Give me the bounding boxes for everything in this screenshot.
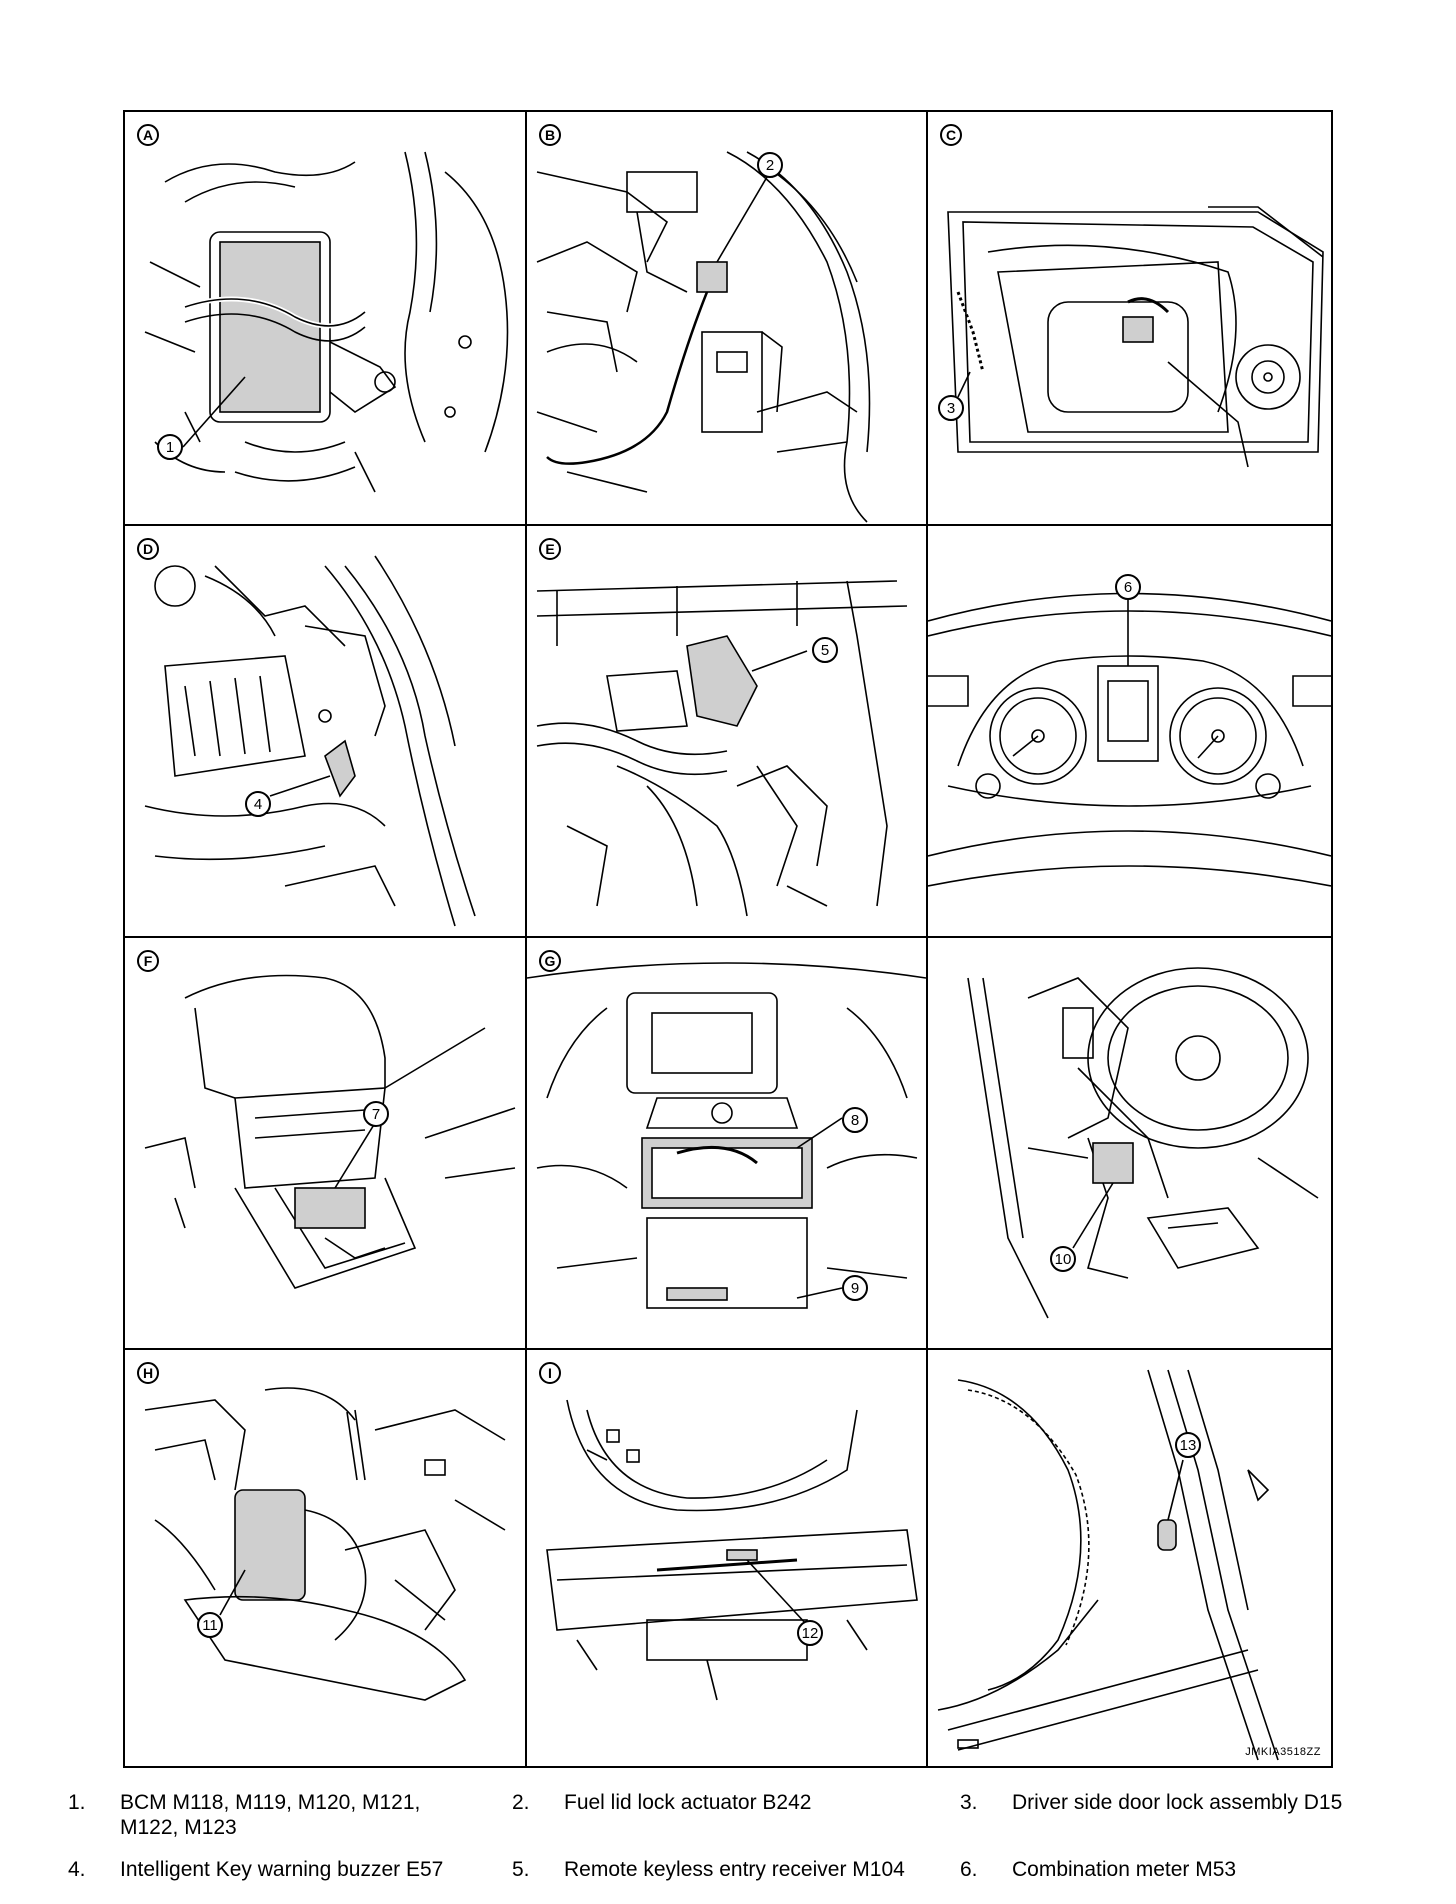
legend-number: 3. [960,1791,978,1814]
legend-number: 4. [68,1858,86,1881]
legend-number: 2. [512,1791,530,1814]
component-location-figure: A 1 B 2 [123,110,1333,1768]
grid-divider [125,936,1331,938]
combination-meter-drawing [928,592,1331,887]
legend-text: Fuel lid lock actuator B242 [564,1791,812,1814]
panel-label: D [137,538,159,560]
legend-text: Intelligent Key warning buzzer E57 [120,1858,444,1881]
callout-marker: 5 [812,637,838,663]
legend-text: Combination meter M53 [1012,1858,1237,1881]
legend-text: Driver side door lock assembly D15 [1012,1791,1343,1814]
keyless-receiver-drawing [536,580,908,917]
grid-divider [926,112,928,1766]
panel-b: B 2 [527,112,926,524]
legend: 1. BCM M118, M119, M120, M121, M122, M12… [0,1790,1456,1900]
legend-text-continued: M122, M123 [120,1816,237,1839]
callout-marker: 2 [757,152,783,178]
callout-marker: 9 [842,1275,868,1301]
legend-text: Remote keyless entry receiver M104 [564,1858,905,1881]
panel-label: A [137,124,159,146]
panel-driver-footwell: 10 [928,938,1331,1348]
seat-sill-drawing [937,1369,1279,1761]
panel-seat-sill: 13 [928,1350,1331,1766]
legend-number: 5. [512,1858,530,1881]
callout-marker: 13 [1175,1432,1201,1458]
callout-marker: 8 [842,1107,868,1133]
shifter-unit-drawing [144,1387,506,1701]
panel-combination-meter: 6 [928,526,1331,936]
callout-marker: 10 [1050,1246,1076,1272]
legend-text: BCM M118, M119, M120, M121, [120,1791,421,1814]
center-console-drawing [527,962,926,1309]
legend-number: 6. [960,1858,978,1881]
legend-number: 1. [68,1791,86,1814]
panel-label: F [137,950,159,972]
callout-marker: 1 [157,434,183,460]
panel-e: E 5 [527,526,926,936]
door-lock-assembly-drawing [947,206,1324,468]
callout-marker: 12 [797,1620,823,1646]
callout-marker: 3 [938,395,964,421]
panel-c: C 3 [928,112,1331,524]
figure-code: JMKIA3518ZZ [1245,1746,1321,1758]
panel-label: E [539,538,561,560]
warning-buzzer-drawing [144,555,476,927]
panel-label: B [539,124,561,146]
callout-marker: 7 [363,1101,389,1127]
panel-i: I 12 [527,1350,926,1766]
bcm-location-drawing [144,151,509,493]
panel-g: G 8 9 [527,938,926,1348]
panel-label: H [137,1362,159,1384]
grid-divider [125,1348,1331,1350]
panel-label: G [539,950,561,972]
fuel-lid-actuator-drawing [536,151,871,523]
driver-footwell-drawing [967,967,1319,1319]
console-connector-drawing [144,974,516,1289]
grid-divider [125,524,1331,526]
panel-d: D 4 [125,526,525,936]
rear-bumper-drawing [546,1399,918,1701]
callout-marker: 11 [197,1612,223,1638]
callout-marker: 4 [245,791,271,817]
panel-h: H 11 [125,1350,525,1766]
panel-label: I [539,1362,561,1384]
panel-a: A 1 [125,112,525,524]
grid-divider [525,112,527,1766]
callout-marker: 6 [1115,574,1141,600]
panel-f: F 7 [125,938,525,1348]
panel-label: C [940,124,962,146]
